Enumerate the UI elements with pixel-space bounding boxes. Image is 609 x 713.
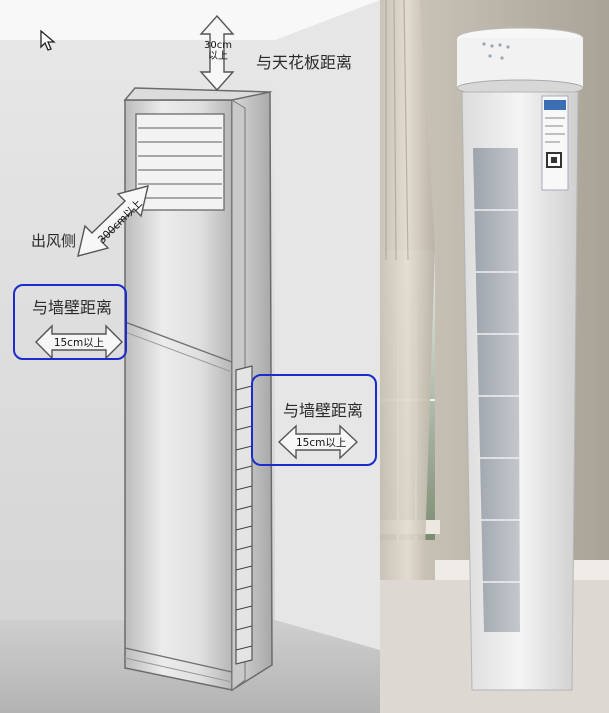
ceiling-distance-value: 30cm 以上 (203, 40, 233, 62)
ceiling-distance-line2: 以上 (208, 51, 228, 62)
mouse-cursor-icon (40, 30, 56, 51)
curtain (380, 0, 435, 713)
air-outlet-grille (473, 148, 520, 632)
ceiling (0, 0, 380, 40)
outlet-clearance-arrow (77, 185, 149, 257)
ac-unit-photo (456, 27, 584, 691)
ceiling-clearance-label: 与天花板距离 (256, 53, 353, 72)
installation-diagram: 30cm 以上 与天花板距离 出风侧 300cm以上 与墙壁距离 15cm以上 … (0, 0, 380, 713)
ac-unit-illustration (123, 87, 273, 692)
ceiling-distance-line1: 30cm (204, 40, 232, 51)
energy-label-sticker (541, 95, 569, 191)
left-wall-clearance-arrow (35, 324, 123, 360)
left-wall-clearance-label: 与墙壁距离 (32, 298, 113, 317)
right-wall-distance-value: 15cm以上 (296, 437, 347, 449)
right-wall-clearance-label: 与墙壁距离 (283, 401, 364, 420)
installed-unit-photo (380, 0, 609, 713)
right-wall-highlight-box (251, 374, 377, 466)
diagram-scene (0, 0, 380, 713)
left-wall-distance-value: 15cm以上 (53, 337, 105, 349)
side-wall (275, 0, 380, 650)
right-wall-clearance-arrow (277, 424, 359, 460)
ceiling-clearance-arrow (199, 14, 235, 92)
photo-scene (380, 0, 609, 713)
left-wall-highlight-box (13, 284, 127, 360)
outlet-side-label: 出风侧 (31, 232, 77, 250)
